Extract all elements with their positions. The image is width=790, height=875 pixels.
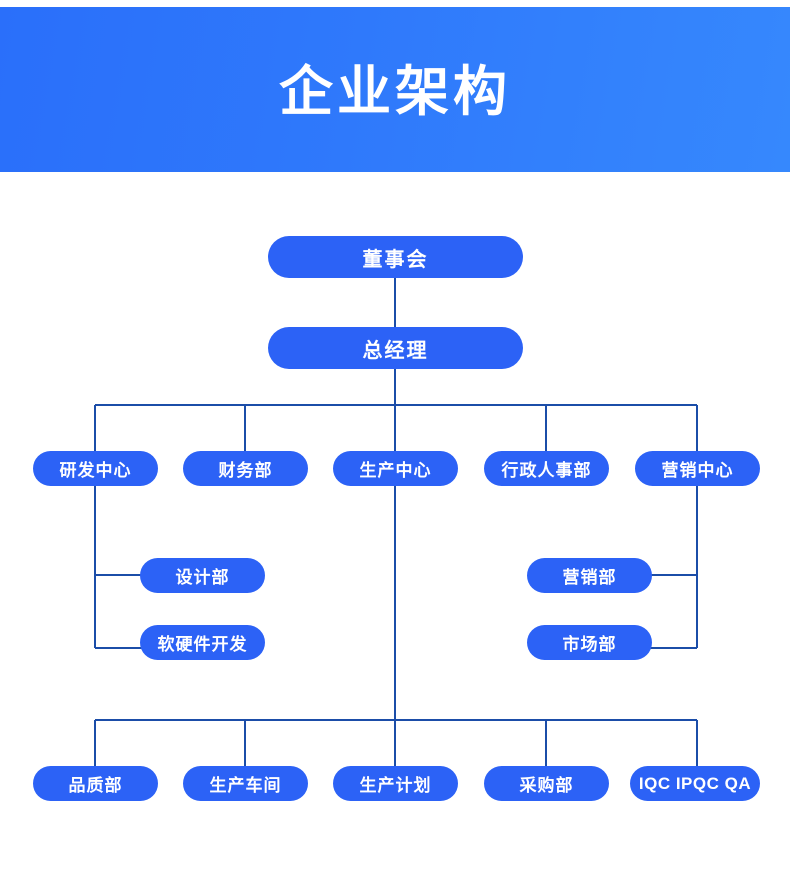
node-general-manager[interactable]: 总经理 — [268, 327, 523, 369]
org-chart-canvas: 董事会 总经理 研发中心 财务部 生产中心 行政人事部 营销中心 设计部 软硬件… — [0, 172, 790, 875]
node-finance-dept[interactable]: 财务部 — [183, 451, 308, 486]
page-header-banner: 企业架构 — [0, 7, 790, 172]
node-production-plan[interactable]: 生产计划 — [333, 766, 458, 801]
node-production-center[interactable]: 生产中心 — [333, 451, 458, 486]
node-board[interactable]: 董事会 — [268, 236, 523, 278]
node-market-dept[interactable]: 市场部 — [527, 625, 652, 660]
node-rnd-center[interactable]: 研发中心 — [33, 451, 158, 486]
node-admin-hr-dept[interactable]: 行政人事部 — [484, 451, 609, 486]
page-title: 企业架构 — [279, 61, 511, 122]
node-design-dept[interactable]: 设计部 — [140, 558, 265, 593]
node-software-hardware-dev[interactable]: 软硬件开发 — [140, 625, 265, 660]
connector-lines — [94, 278, 698, 766]
node-marketing-dept[interactable]: 营销部 — [527, 558, 652, 593]
node-purchasing-dept[interactable]: 采购部 — [484, 766, 609, 801]
node-quality-dept[interactable]: 品质部 — [33, 766, 158, 801]
node-production-workshop[interactable]: 生产车间 — [183, 766, 308, 801]
node-marketing-center[interactable]: 营销中心 — [635, 451, 760, 486]
node-iqc-ipqc-qa[interactable]: IQC IPQC QA — [630, 766, 760, 801]
